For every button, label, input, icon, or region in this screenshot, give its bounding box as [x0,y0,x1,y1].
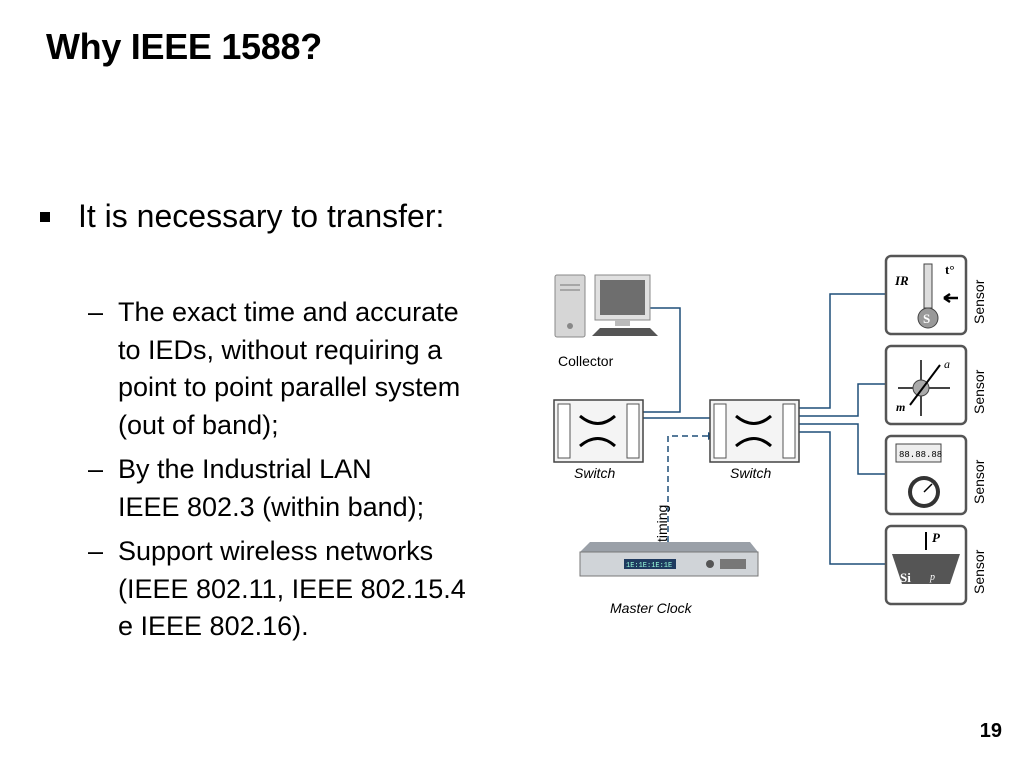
sub-bullet-text: By the Industrial LAN IEEE 802.3 (within… [118,451,538,526]
ir-sensor-icon: IR t° S [884,254,968,336]
accelerometer-sensor-icon: a m [884,344,968,426]
sensor4-link [798,431,886,565]
sub-bullet-line: (IEEE 802.11, IEEE 802.15.4 [118,573,466,604]
sub-bullet-text: The exact time and accurate to IEDs, wit… [118,294,538,444]
ir-text: IR [894,273,909,288]
a-text: a [944,357,950,371]
display-readout: 88.88.88 [899,450,942,460]
collector-label: Collector [558,353,614,369]
sub-bullet-line: e IEEE 802.16). [118,611,309,641]
dash-marker: – [88,454,104,484]
slide-title: Why IEEE 1588? [46,26,322,67]
main-bullet-text: It is necessary to transfer: [78,198,445,234]
master-clock-icon: 1E:1E:1E:1E [579,542,759,577]
main-bullet: It is necessary to transfer: [36,198,444,235]
network-diagram: Collector Switch Switch timing 1E:1E:1E:… [553,254,987,616]
temperature-text: t° [945,262,955,277]
s-text: S [923,311,930,326]
sub-bullet: – The exact time and accurate to IEDs, w… [88,294,538,444]
switch1-label: Switch [574,465,615,481]
page-number: 19 [979,720,1002,742]
sub-bullet-list: – The exact time and accurate to IEDs, w… [88,294,538,653]
sensor-label: Sensor [971,369,987,414]
sensor-label: Sensor [971,459,987,504]
sub-bullet: – By the Industrial LAN IEEE 802.3 (with… [88,451,538,526]
sensor2-link [798,383,886,417]
display-gauge-sensor-icon: 88.88.88 [884,434,968,516]
sensor-label: Sensor [971,549,987,594]
dash-marker: – [88,536,104,566]
sub-bullet-line: IEEE 802.3 (within band); [118,491,425,522]
switch-icon [553,399,644,463]
sub-bullet-line: The exact time and accurate [118,297,459,327]
sensor3-link [798,423,886,475]
sensor1-link [798,293,886,409]
rho-text: p [929,572,935,583]
sub-bullet-line: Support wireless networks [118,536,434,566]
connection-lines [640,293,886,565]
sub-bullet-line: to IEDs, without requiring a [118,334,443,365]
timing-label: timing [654,505,670,542]
clock-display: 1E:1E:1E:1E [626,562,672,570]
master-clock-label: Master Clock [610,600,693,616]
switch-icon [709,399,800,463]
timing-link [667,435,710,542]
dash-marker: – [88,297,104,327]
sub-bullet-line: By the Industrial LAN [118,454,372,484]
sub-bullet-text: Support wireless networks (IEEE 802.11, … [118,533,538,646]
pressure-sensor-icon: P Si p [884,524,968,606]
collector-computer-icon [554,274,658,338]
m-text: m [896,400,905,414]
p-text: P [932,530,941,545]
sensor-label: Sensor [971,279,987,324]
sub-bullet-line: (out of band); [118,409,279,440]
switch2-label: Switch [730,465,771,481]
sub-bullet: – Support wireless networks (IEEE 802.11… [88,533,538,646]
collector-link [640,307,681,413]
si-text: Si [900,570,911,585]
bullet-square-icon [40,212,50,222]
sub-bullet-line: point to point parallel system [118,372,461,402]
